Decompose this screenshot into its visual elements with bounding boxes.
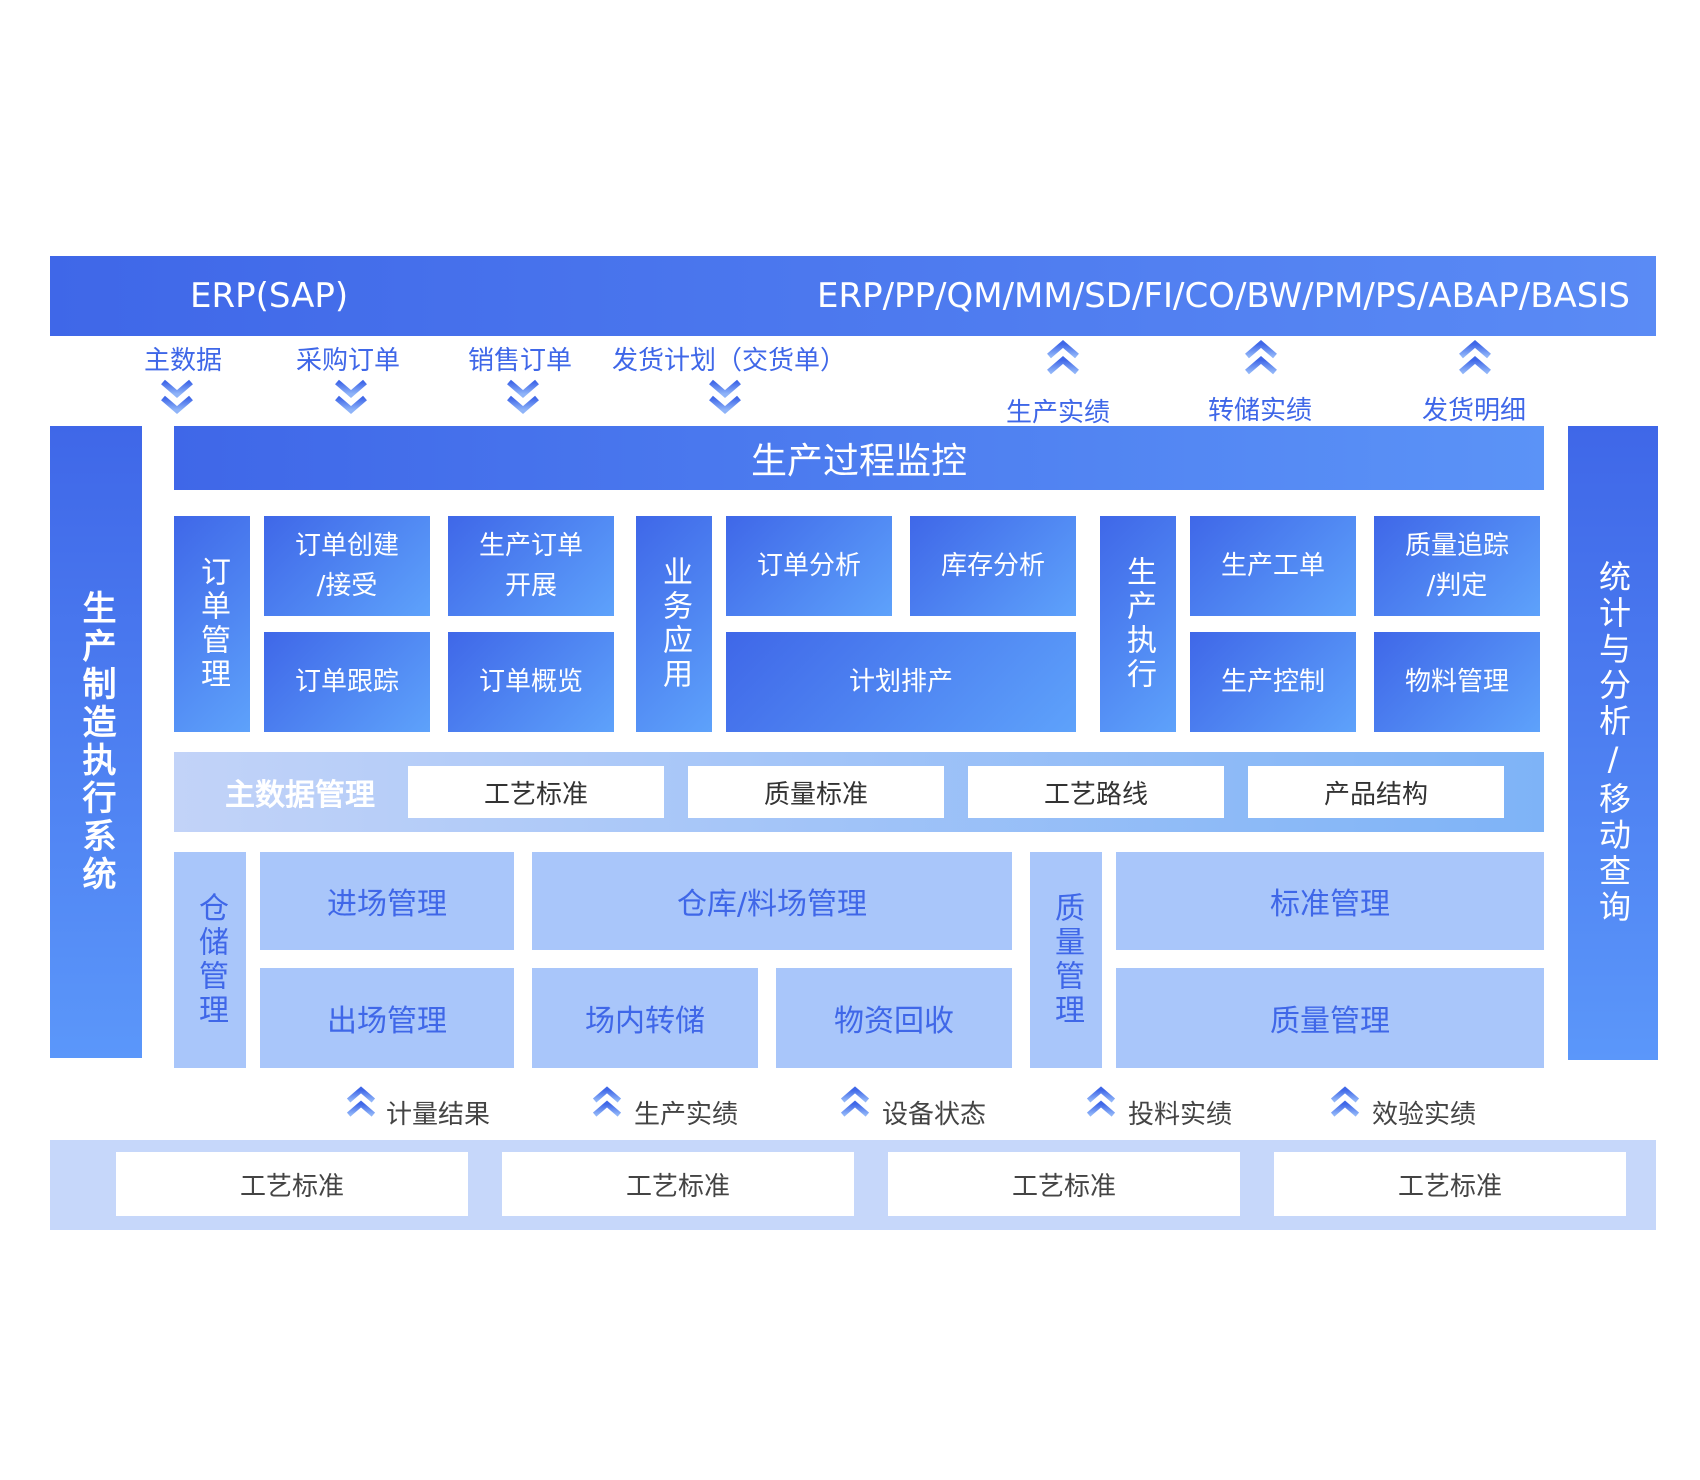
order-mgmt-label: 订单管理 xyxy=(195,556,230,692)
order-mgmt-title: 订单管理 xyxy=(174,516,250,732)
quality-mgmt-label: 质量管理 xyxy=(1049,892,1084,1028)
order-create-line2: /接受 xyxy=(316,571,378,601)
right-side-analysis: 统计与分析/移动查询 xyxy=(1568,426,1658,1060)
material-mgmt-label: 物料管理 xyxy=(1404,667,1509,697)
order-track-block: 订单跟踪 xyxy=(264,632,430,732)
work-order-block: 生产工单 xyxy=(1190,516,1356,616)
chevron-up-icon xyxy=(592,1086,622,1117)
master-data-item-product-structure: 产品结构 xyxy=(1248,766,1504,818)
bottom-flow-equipment: 设备状态 xyxy=(882,1100,987,1130)
left-side-label: 生产制造执行系统 xyxy=(76,590,116,894)
bottom-flow-feeding: 投料实绩 xyxy=(1128,1100,1233,1130)
warehouse-mgmt-block: 仓库/料场管理 xyxy=(532,852,1012,950)
material-recycle-label: 物资回收 xyxy=(834,1004,954,1039)
chevron-up-icon xyxy=(1245,340,1277,375)
quality-tracking-line1: 质量追踪 xyxy=(1404,531,1509,561)
internal-transfer-label: 场内转储 xyxy=(585,1004,705,1039)
bottom-flow-verification: 效验实绩 xyxy=(1372,1100,1477,1130)
chevron-up-icon xyxy=(1047,340,1079,375)
outbound-mgmt-block: 出场管理 xyxy=(260,968,514,1068)
prod-exec-label: 生产执行 xyxy=(1121,556,1156,692)
work-order-label: 生产工单 xyxy=(1220,551,1325,581)
flow-label-shipping-detail: 发货明细 xyxy=(1422,396,1527,426)
master-data-title: 主数据管理 xyxy=(225,778,375,813)
chevron-up-icon xyxy=(1086,1086,1116,1117)
bottom-flow-production: 生产实绩 xyxy=(634,1100,739,1130)
production-monitor: 生产过程监控 xyxy=(174,426,1544,490)
production-order-block: 生产订单 开展 xyxy=(448,516,614,616)
bottom-item-process-standard: 工艺标准 xyxy=(502,1152,854,1216)
standard-mgmt-block: 标准管理 xyxy=(1116,852,1544,950)
internal-transfer-block: 场内转储 xyxy=(532,968,758,1068)
storage-mgmt-label: 仓储管理 xyxy=(193,892,228,1028)
outbound-mgmt-label: 出场管理 xyxy=(327,1004,447,1039)
order-track-label: 订单跟踪 xyxy=(294,667,399,697)
erp-title: ERP(SAP) xyxy=(190,276,349,316)
order-create-block: 订单创建 /接受 xyxy=(264,516,430,616)
chevron-down-icon xyxy=(709,379,741,414)
biz-app-label: 业务应用 xyxy=(657,556,692,692)
flow-label-purchase-order: 采购订单 xyxy=(296,346,401,376)
production-order-line1: 生产订单 xyxy=(478,531,583,561)
production-order-line2: 开展 xyxy=(504,571,557,601)
prod-exec-title: 生产执行 xyxy=(1100,516,1176,732)
order-analysis-block: 订单分析 xyxy=(726,516,892,616)
quality-mgmt-title: 质量管理 xyxy=(1030,852,1102,1068)
production-control-block: 生产控制 xyxy=(1190,632,1356,732)
material-recycle-block: 物资回收 xyxy=(776,968,1012,1068)
production-monitor-label: 生产过程监控 xyxy=(750,441,967,482)
inbound-mgmt-block: 进场管理 xyxy=(260,852,514,950)
order-analysis-label: 订单分析 xyxy=(756,551,861,581)
master-data-item-process-route: 工艺路线 xyxy=(968,766,1224,818)
bottom-flow-metering: 计量结果 xyxy=(386,1100,491,1130)
schedule-block: 计划排产 xyxy=(726,632,1076,732)
biz-app-title: 业务应用 xyxy=(636,516,712,732)
stock-analysis-label: 库存分析 xyxy=(940,551,1045,581)
schedule-label: 计划排产 xyxy=(848,667,953,697)
master-data-item-quality-standard: 质量标准 xyxy=(688,766,944,818)
storage-mgmt-title: 仓储管理 xyxy=(174,852,246,1068)
erp-bar: ERP(SAP) ERP/PP/QM/MM/SD/FI/CO/BW/PM/PS/… xyxy=(50,256,1656,336)
chevron-up-icon xyxy=(1330,1086,1360,1117)
right-side-label: 统计与分析/移动查询 xyxy=(1594,560,1632,926)
quality-mgmt-block-label: 质量管理 xyxy=(1270,1004,1390,1039)
inbound-mgmt-label: 进场管理 xyxy=(327,887,447,922)
bottom-item-process-standard: 工艺标准 xyxy=(116,1152,468,1216)
chevron-up-icon xyxy=(840,1086,870,1117)
master-data-item-process-standard: 工艺标准 xyxy=(408,766,664,818)
left-side-system: 生产制造执行系统 xyxy=(50,426,142,1058)
stock-analysis-block: 库存分析 xyxy=(910,516,1076,616)
quality-tracking-block: 质量追踪 /判定 xyxy=(1374,516,1540,616)
flow-label-production-result: 生产实绩 xyxy=(1006,398,1111,428)
order-overview-block: 订单概览 xyxy=(448,632,614,732)
bottom-item-process-standard: 工艺标准 xyxy=(888,1152,1240,1216)
bottom-item-process-standard: 工艺标准 xyxy=(1274,1152,1626,1216)
order-create-line1: 订单创建 xyxy=(294,531,399,561)
flow-label-shipping-plan: 发货计划（交货单） xyxy=(612,346,847,376)
standard-mgmt-label: 标准管理 xyxy=(1270,887,1390,922)
flow-label-sales-order: 销售订单 xyxy=(468,346,573,376)
order-overview-label: 订单概览 xyxy=(478,667,583,697)
erp-modules: ERP/PP/QM/MM/SD/FI/CO/BW/PM/PS/ABAP/BASI… xyxy=(816,276,1630,316)
material-mgmt-block: 物料管理 xyxy=(1374,632,1540,732)
flow-label-master-data: 主数据 xyxy=(144,346,223,376)
chevron-up-icon xyxy=(1459,340,1491,375)
production-control-label: 生产控制 xyxy=(1220,667,1325,697)
chevron-up-icon xyxy=(346,1086,376,1117)
chevron-down-icon xyxy=(335,379,367,414)
quality-tracking-line2: /判定 xyxy=(1426,571,1488,601)
chevron-down-icon xyxy=(161,379,193,414)
flow-label-transfer-result: 转储实绩 xyxy=(1208,396,1313,426)
warehouse-mgmt-label: 仓库/料场管理 xyxy=(676,887,868,922)
quality-mgmt-block: 质量管理 xyxy=(1116,968,1544,1068)
chevron-down-icon xyxy=(507,379,539,414)
